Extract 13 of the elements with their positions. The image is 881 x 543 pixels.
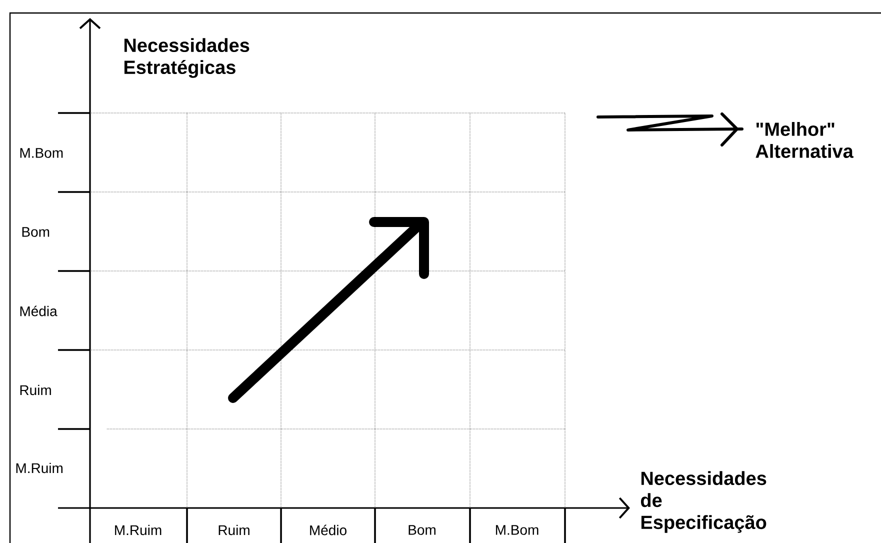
legend-label: "Melhor" Alternativa — [756, 122, 854, 158]
tick-label: Bom — [22, 227, 50, 237]
tick-label: M.Ruim — [16, 462, 62, 474]
tick-label: Ruim — [20, 384, 51, 396]
axis-title: Necessidades de Especificação — [640, 471, 766, 533]
tick-label: Médio — [310, 524, 346, 536]
tick-label: M.Bom — [496, 525, 538, 535]
tick-label: Ruim — [218, 524, 250, 536]
tick-label: M.Ruim — [115, 524, 162, 536]
axis-title: Necessidades Estratégicas — [124, 38, 250, 78]
tick-label: Média — [20, 306, 58, 316]
tick-label: Bom — [408, 525, 436, 535]
tick-label: M.Bom — [20, 148, 63, 158]
